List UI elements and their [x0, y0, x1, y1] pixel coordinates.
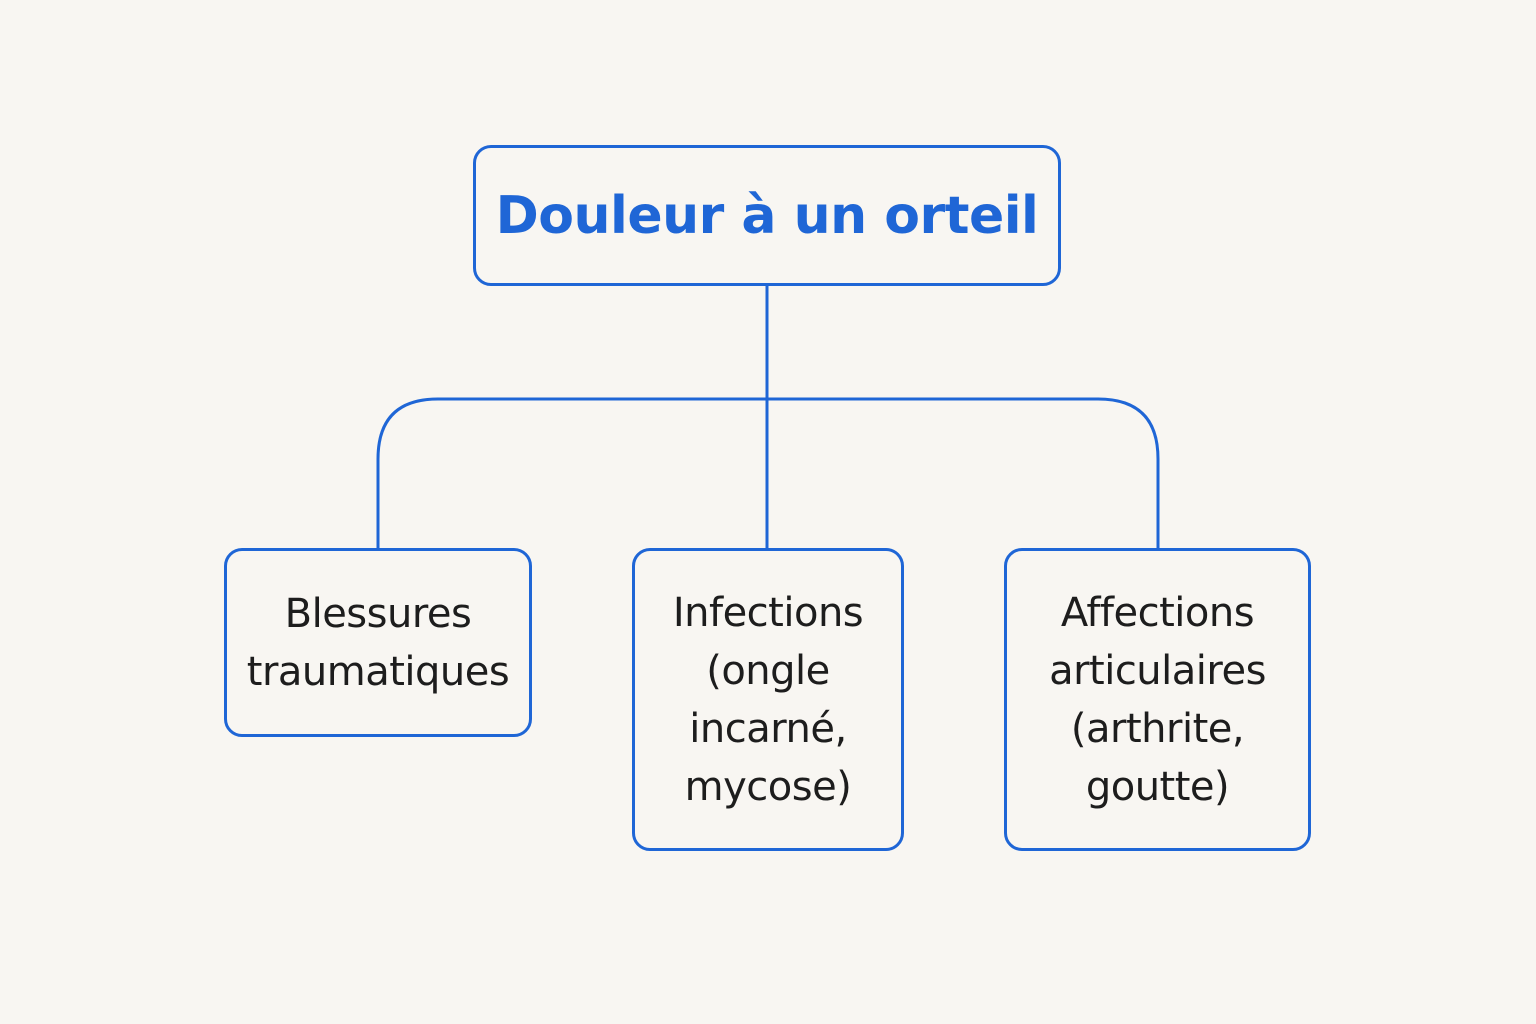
child-node-blessures: Blessures traumatiques — [224, 548, 532, 737]
child-node-infections-line-3: incarné, — [689, 705, 847, 752]
child-node-affections-line-2: articulaires — [1049, 647, 1266, 694]
child-node-blessures-text: Blessures traumatiques — [246, 585, 510, 701]
left-branch-line — [376, 397, 440, 550]
child-node-infections-line-2: (ongle — [706, 647, 830, 694]
child-node-infections-line-4: mycose) — [684, 763, 852, 810]
root-node: Douleur à un orteil — [473, 145, 1061, 286]
child-node-affections-line-3: (arthrite, — [1070, 705, 1245, 752]
child-node-blessures-line-1: Blessures — [284, 590, 472, 637]
child-node-infections: Infections (ongle incarné, mycose) — [632, 548, 904, 851]
child-node-infections-line-1: Infections — [672, 589, 864, 636]
root-node-label: Douleur à un orteil — [495, 185, 1039, 246]
child-node-infections-text: Infections (ongle incarné, mycose) — [672, 584, 864, 816]
child-node-blessures-line-2: traumatiques — [246, 648, 510, 695]
right-branch-line — [1096, 397, 1160, 550]
child-node-affections-text: Affections articulaires (arthrite, goutt… — [1049, 584, 1266, 816]
child-node-affections-line-1: Affections — [1060, 589, 1255, 636]
child-node-affections-line-4: goutte) — [1085, 763, 1230, 810]
child-node-affections: Affections articulaires (arthrite, goutt… — [1004, 548, 1311, 851]
